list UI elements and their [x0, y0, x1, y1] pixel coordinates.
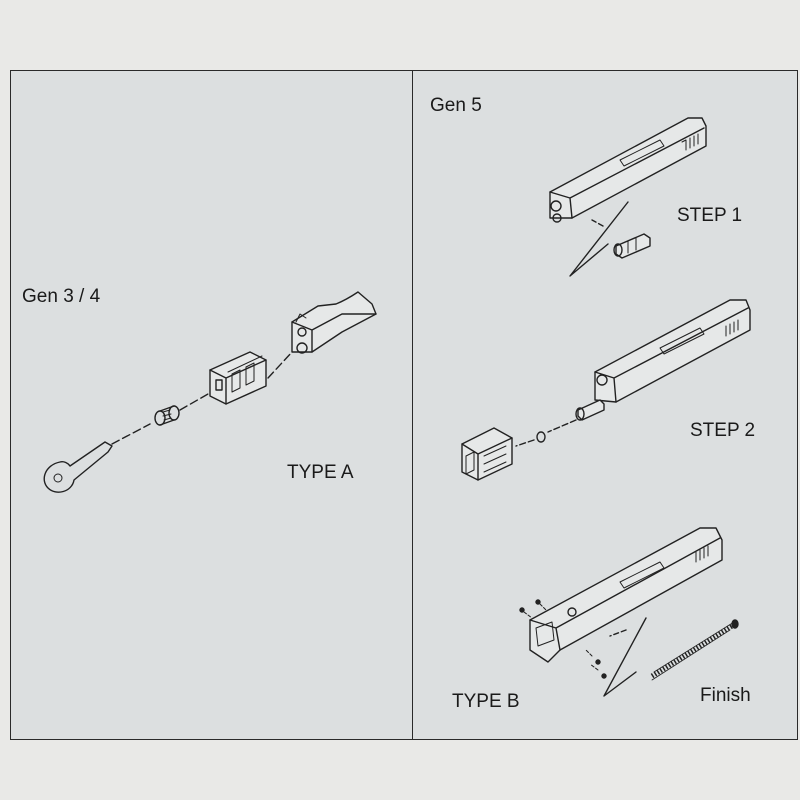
finish-insert-arrow: [609, 629, 627, 637]
threaded-barrel-icon: [575, 399, 605, 421]
exploded-line-a1: [111, 423, 151, 445]
exploded-line-b2: [515, 439, 535, 447]
barrel-insert-icon: [613, 233, 651, 259]
step1-arrow-line: [569, 201, 629, 277]
type-b-label: TYPE B: [452, 691, 520, 712]
step1-insert-arrow: [591, 219, 604, 227]
assembled-slide-icon: [529, 527, 723, 663]
type-a-label: TYPE A: [287, 462, 354, 483]
slide-front-icon: [291, 291, 377, 354]
gen34-title: Gen 3 / 4: [22, 286, 101, 307]
finish-arrow-line: [603, 617, 647, 697]
barrel-tool-icon: [43, 441, 113, 493]
step-2-label: STEP 2: [690, 420, 756, 441]
slide-step2-icon: [594, 299, 751, 403]
step-1-label: STEP 1: [677, 205, 743, 226]
compensator-step2-icon: [461, 427, 513, 481]
recoil-spring-icon: [650, 619, 739, 681]
mounting-screws-icon: [519, 599, 607, 679]
compensator-block-icon: [209, 351, 267, 405]
o-ring-icon: [536, 431, 546, 443]
exploded-line-a2: [179, 393, 209, 411]
slide-step1-icon: [549, 117, 707, 223]
finish-label: Finish: [700, 685, 751, 706]
compensator-nut-icon: [154, 405, 180, 426]
panel-divider: [412, 70, 413, 740]
exploded-line-b1: [547, 419, 577, 433]
instruction-sheet: [10, 70, 798, 740]
gen5-title: Gen 5: [430, 95, 482, 116]
exploded-line-a3: [267, 351, 293, 379]
